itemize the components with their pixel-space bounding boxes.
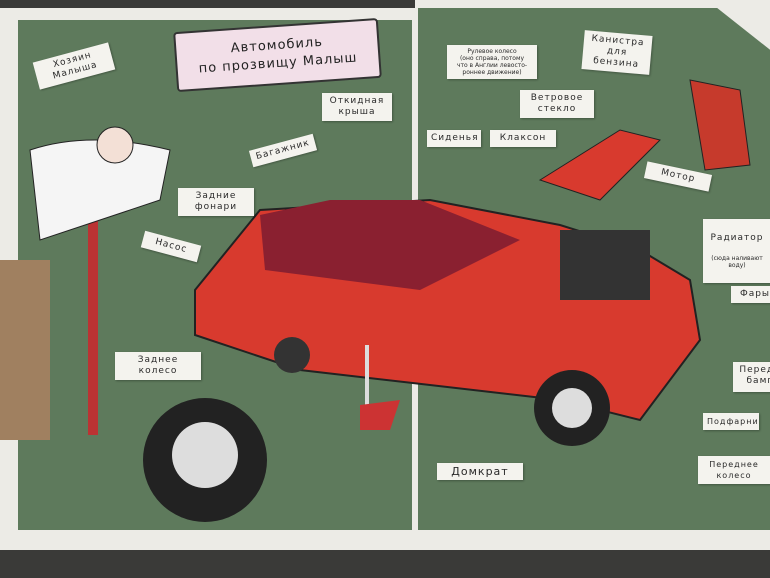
label-rear-wheel: Заднее колесо [115,352,201,380]
label-roof: Откидная крыша [322,93,392,121]
label-horn: Клаксон [490,130,556,147]
radiator-note: (сюда наливают воду) [711,255,763,269]
label-tail-lights: Задние фонари [178,188,254,216]
label-radiator: Радиатор (сюда наливают воду) [703,219,770,283]
label-steering-wheel: Рулевое колесо (оно справа, потому что в… [447,45,537,79]
label-jack: Домкрат [437,463,523,480]
label-front-wheel: Переднее колесо [698,456,770,484]
label-canister: Канистра для бензина [581,30,653,75]
label-sidelight: Подфарник [703,413,759,430]
label-front-bumper: Передний бампер [733,362,770,392]
radiator-title: Радиатор [710,233,764,243]
label-seats: Сиденья [427,130,481,147]
label-windshield: Ветровое стекло [520,90,594,118]
label-headlights: Фары [731,286,770,303]
